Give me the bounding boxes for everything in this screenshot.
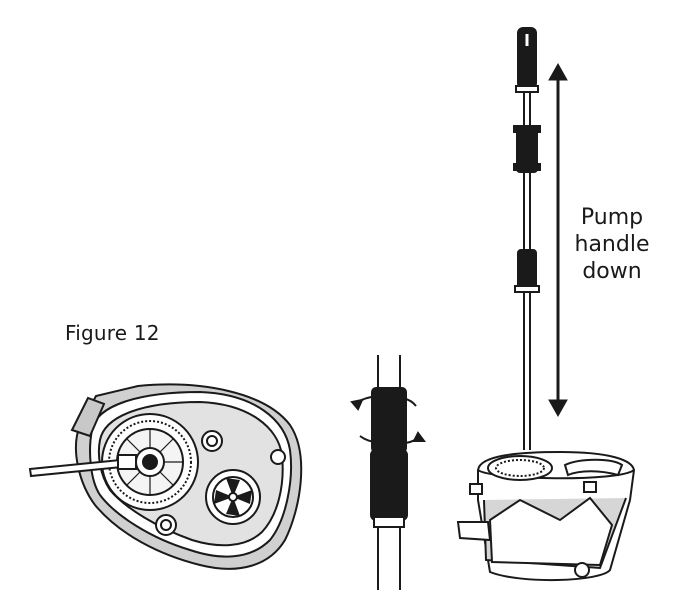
pump-instruction-line-1: Pump	[580, 205, 644, 230]
mop-bucket-spinner-closeup-icon	[28, 383, 303, 570]
up-down-arrow-icon	[548, 62, 568, 418]
twist-lock-handle-icon	[350, 355, 426, 590]
figure-caption: Figure 12	[65, 321, 160, 345]
pump-instruction-line-3: down	[582, 259, 642, 284]
pump-instruction: Pump handle down	[566, 204, 658, 285]
pump-instruction-line-2: handle	[574, 232, 650, 257]
spin-mop-and-bucket-icon	[456, 27, 636, 581]
